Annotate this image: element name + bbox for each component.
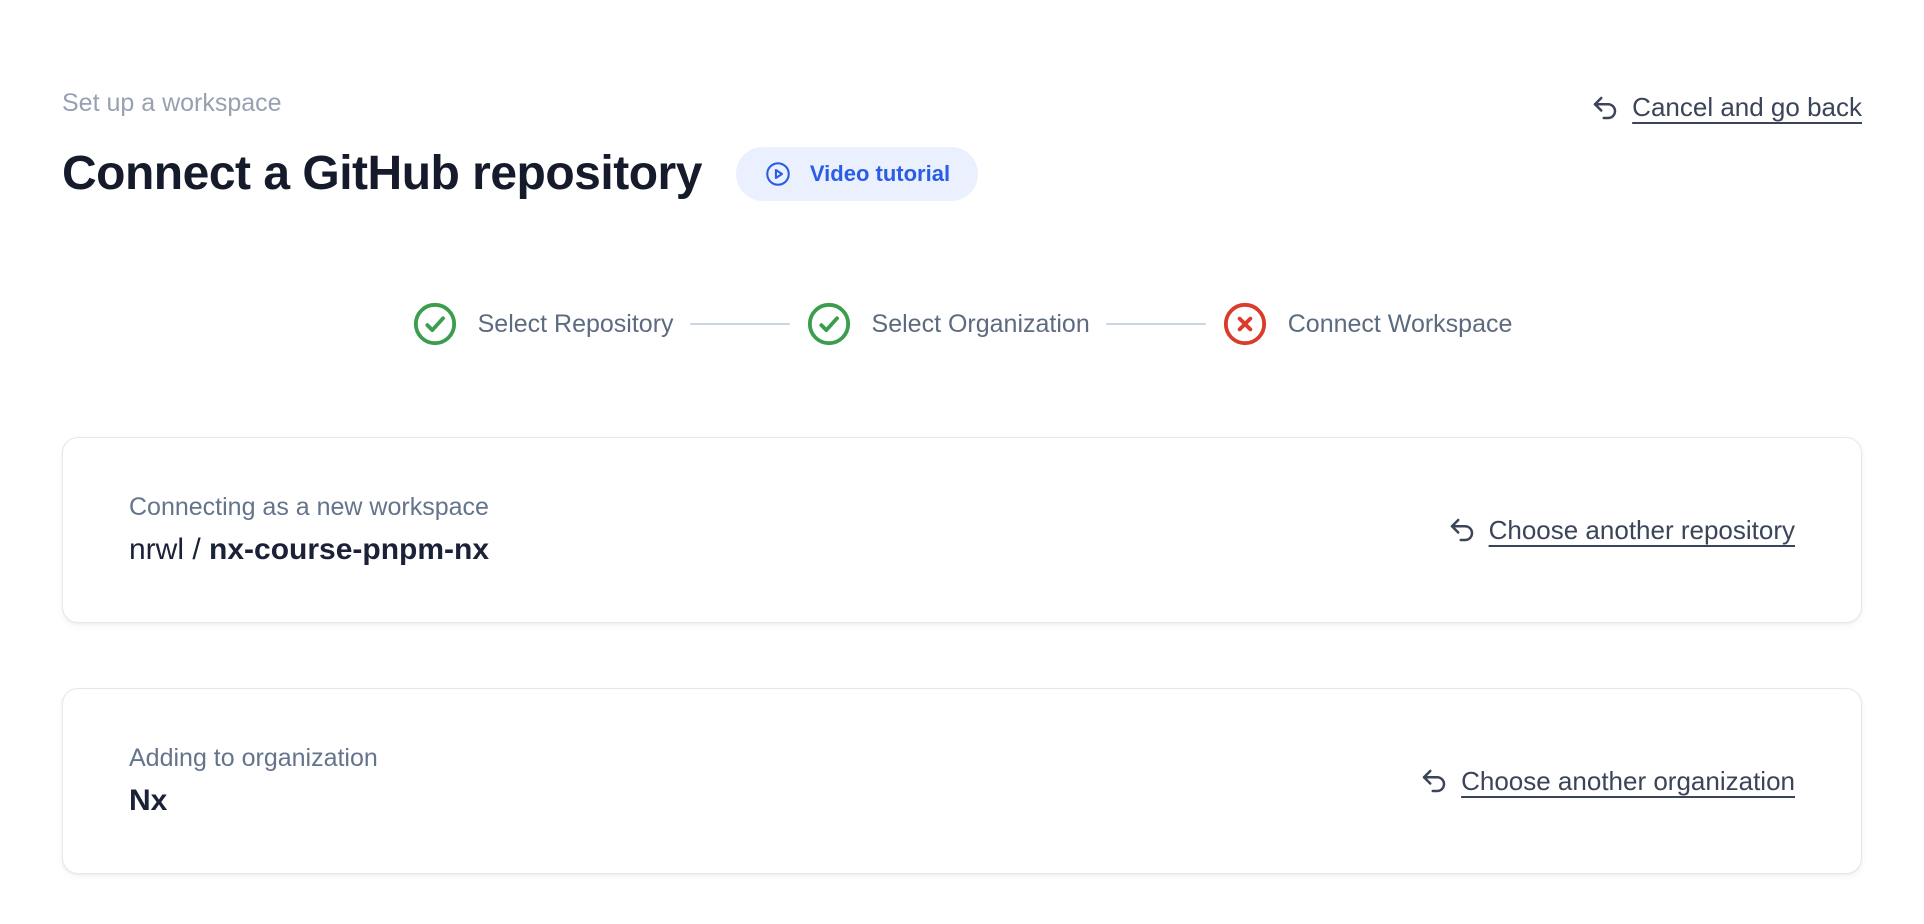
choose-organization-label: Choose another organization [1461, 765, 1795, 796]
repository-card-text: Connecting as a new workspace nrwl / nx-… [129, 493, 489, 567]
step-select-organization: Select Organization [806, 301, 1090, 347]
repository-name: nx-course-pnpm-nx [209, 533, 490, 567]
page-title: Connect a GitHub repository [62, 147, 702, 200]
choose-another-organization-link[interactable]: Choose another organization [1419, 766, 1795, 797]
organization-card-text: Adding to organization Nx [129, 744, 378, 818]
header-left: Set up a workspace Connect a GitHub repo… [62, 88, 979, 201]
repository-owner: nrwl / [129, 533, 210, 567]
step-select-repository: Select Repository [412, 301, 674, 347]
cancel-link-label: Cancel and go back [1632, 92, 1862, 122]
choose-repository-label: Choose another repository [1488, 514, 1795, 545]
undo-arrow-icon [1450, 518, 1473, 542]
eyebrow-text: Set up a workspace [62, 89, 282, 117]
organization-name: Nx [129, 784, 168, 818]
title-row: Connect a GitHub repository Video tutori… [62, 146, 979, 201]
undo-arrow-icon [1593, 96, 1617, 119]
repository-full-name: nrwl / nx-course-pnpm-nx [129, 533, 489, 567]
organization-name-value: Nx [129, 784, 378, 818]
organization-card-label: Adding to organization [129, 744, 378, 773]
check-circle-icon [412, 301, 458, 347]
setup-workspace-page: Set up a workspace Connect a GitHub repo… [62, 88, 1862, 875]
organization-card: Adding to organization Nx Choose another… [62, 688, 1862, 875]
cancel-and-go-back-link[interactable]: Cancel and go back [1590, 92, 1862, 123]
stepper-connector-line [689, 323, 790, 326]
video-tutorial-label: Video tutorial [809, 160, 951, 186]
step-label: Connect Workspace [1287, 309, 1513, 338]
step-label: Select Repository [477, 309, 674, 338]
stepper-connector-line [1105, 323, 1206, 326]
undo-arrow-icon [1422, 769, 1446, 793]
check-circle-icon [806, 301, 852, 347]
x-circle-icon [1222, 301, 1268, 347]
step-label: Select Organization [871, 309, 1090, 338]
choose-another-repository-link[interactable]: Choose another repository [1447, 515, 1795, 546]
page-header: Set up a workspace Connect a GitHub repo… [62, 88, 1862, 201]
video-tutorial-button[interactable]: Video tutorial [735, 146, 979, 201]
repository-card-label: Connecting as a new workspace [129, 493, 489, 522]
step-connect-workspace: Connect Workspace [1222, 301, 1513, 347]
repository-card: Connecting as a new workspace nrwl / nx-… [62, 437, 1862, 624]
play-circle-icon [764, 160, 792, 188]
progress-stepper: Select Repository Select Organization Co… [62, 301, 1862, 347]
